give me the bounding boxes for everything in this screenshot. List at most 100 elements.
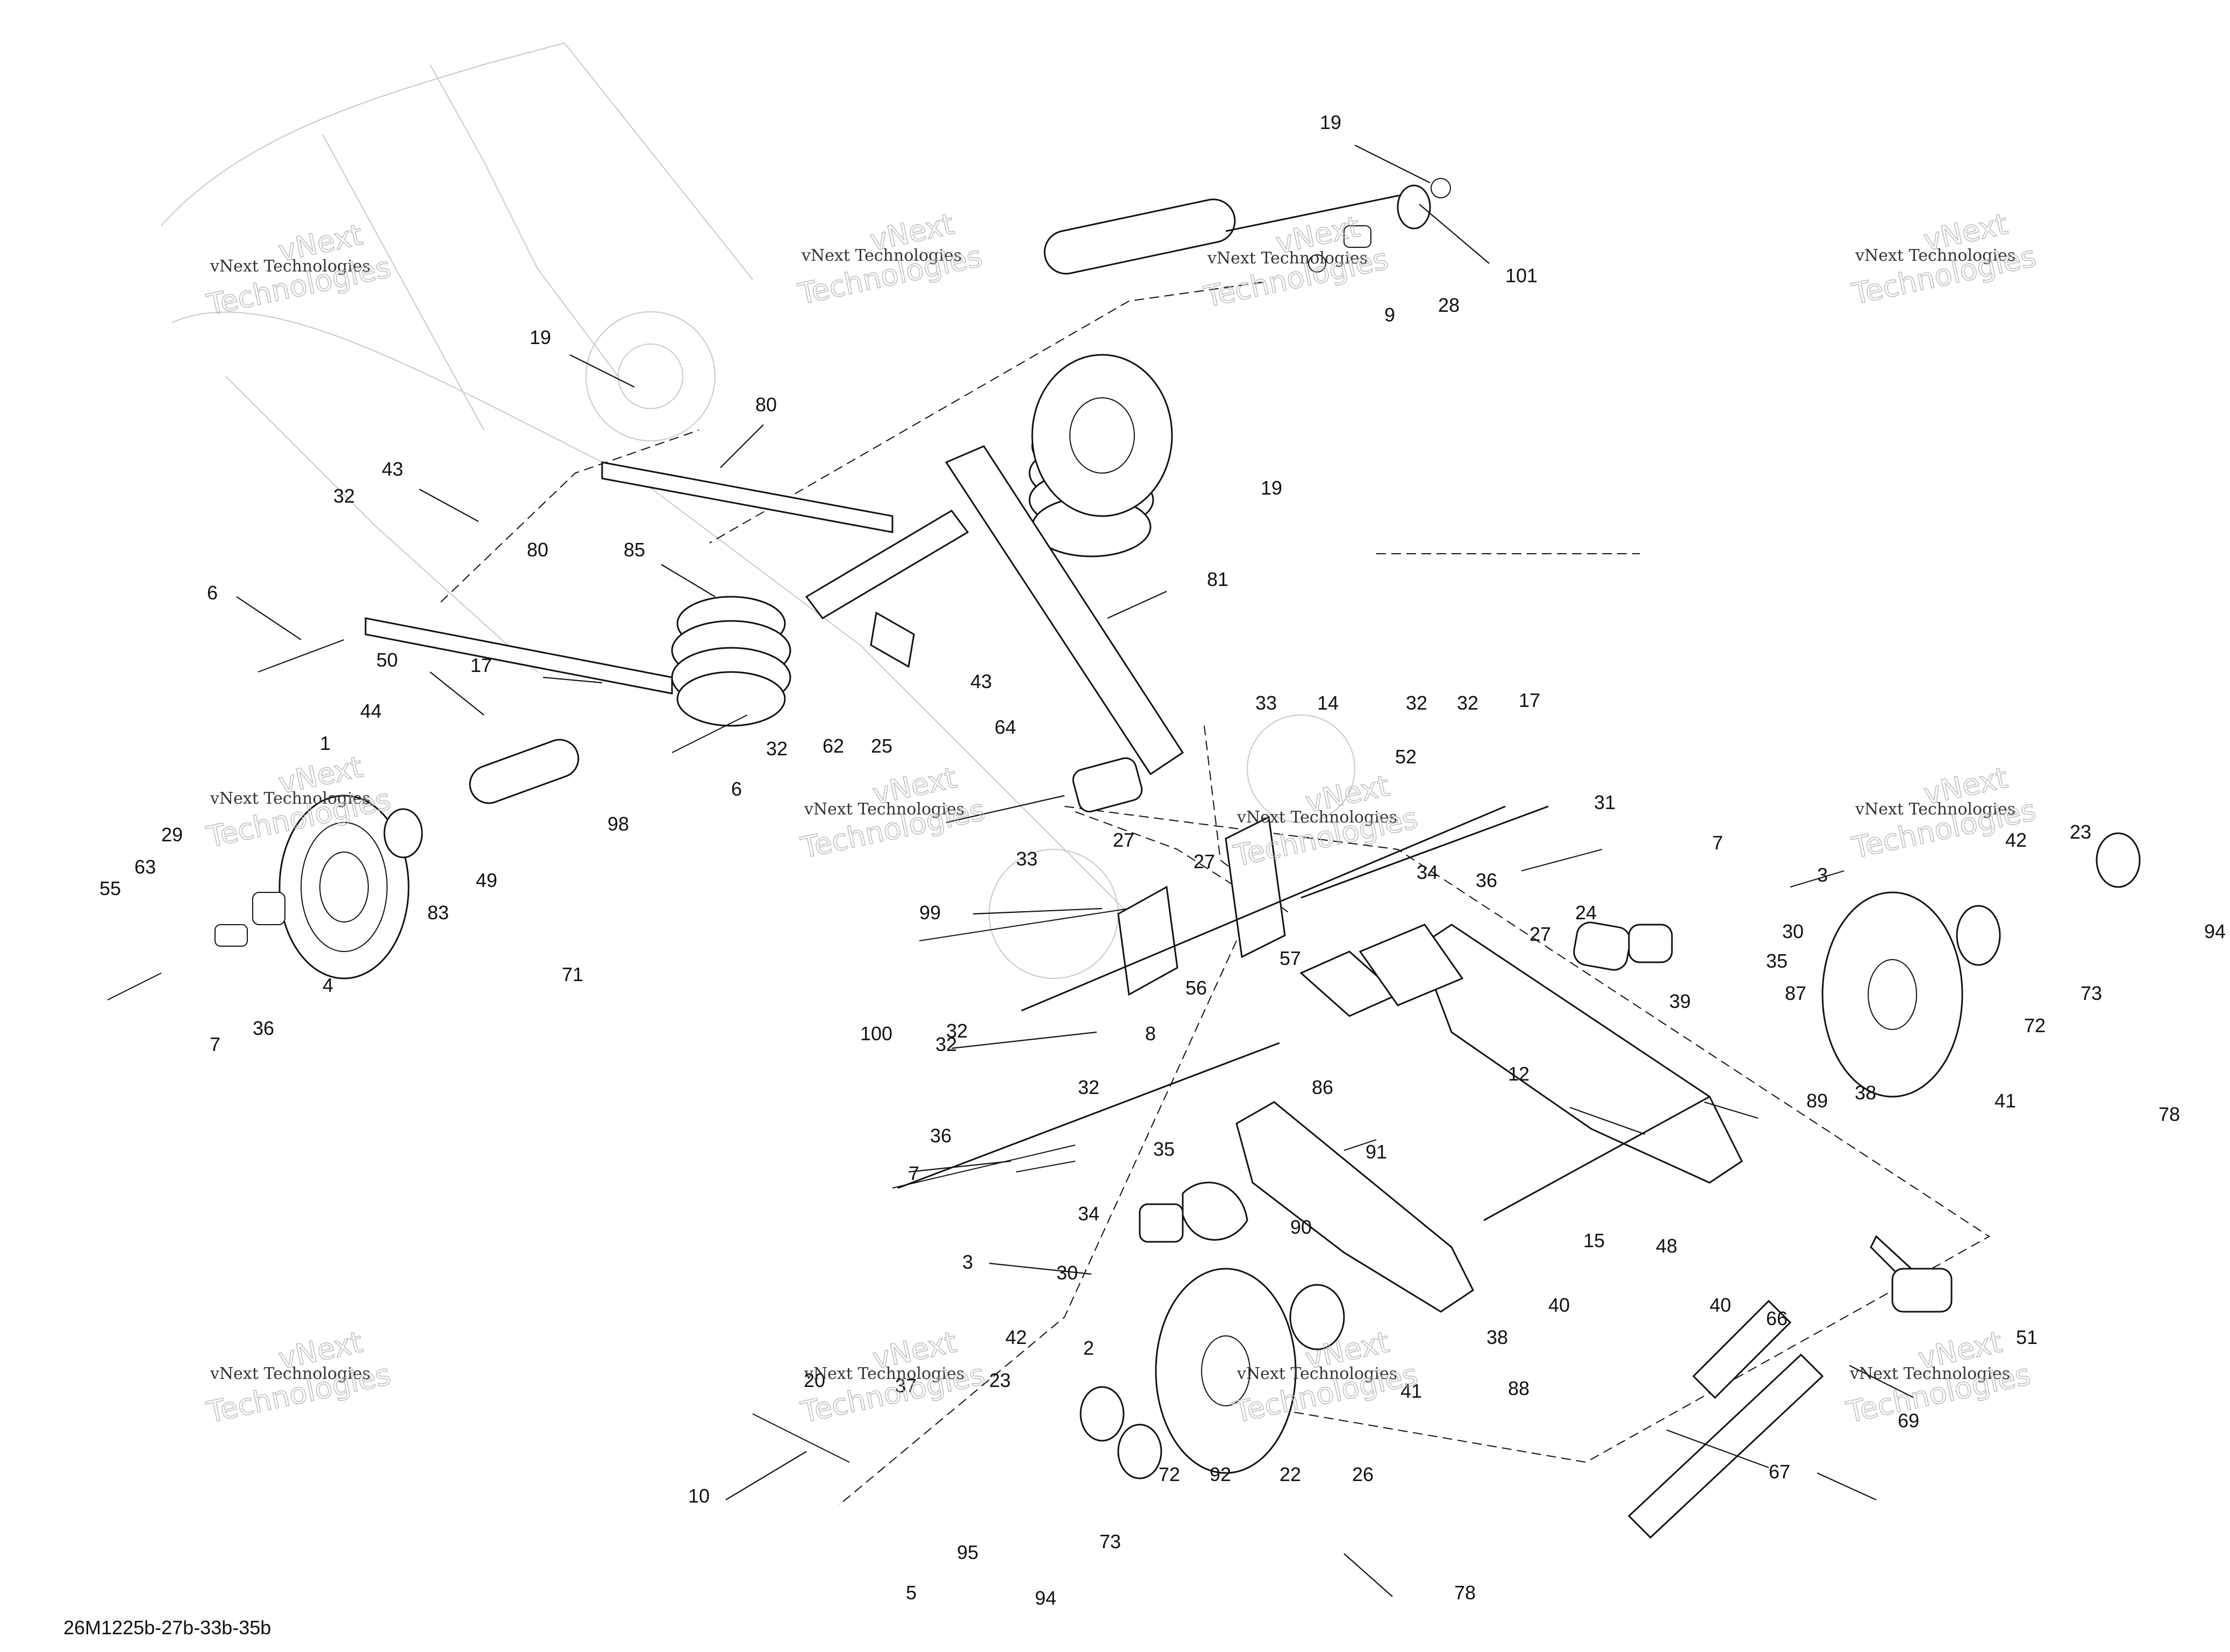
part-callout: 25 (871, 735, 892, 757)
part-callout: 73 (2081, 982, 2102, 1004)
part-callout: 36 (1476, 869, 1497, 891)
part-callout: 36 (253, 1017, 274, 1039)
part-callout: 51 (2016, 1326, 2038, 1348)
watermark-text: vNext Technologies (804, 1364, 964, 1383)
part-callout: 94 (1035, 1587, 1056, 1609)
shock-absorber (1043, 178, 1451, 275)
part-callout: 91 (1366, 1141, 1387, 1163)
watermark-text: vNext Technologies (1207, 249, 1368, 268)
part-callout: 55 (99, 877, 121, 899)
part-callout: 37 (895, 1375, 917, 1397)
part-callout: 73 (1099, 1531, 1121, 1553)
part-callout: 101 (1505, 264, 1538, 287)
part-callout: 89 (1806, 1090, 1828, 1112)
part-callout: 40 (1710, 1294, 1731, 1316)
part-callout: 43 (382, 458, 403, 480)
part-callout: 95 (957, 1541, 978, 1563)
part-callout: 83 (427, 902, 449, 924)
part-callout: 57 (1280, 947, 1301, 969)
part-callout: 41 (1995, 1090, 2016, 1112)
part-callout: 34 (1417, 861, 1438, 883)
part-callout: 38 (1855, 1082, 1876, 1104)
hardware-bolts (258, 639, 1845, 1463)
part-callout: 30 (1056, 1262, 1078, 1284)
part-callout: 30 (1782, 920, 1804, 942)
spring-lower (671, 596, 791, 727)
part-callout: 10 (688, 1485, 710, 1507)
part-callout: 12 (1508, 1063, 1529, 1085)
part-callout: 33 (1255, 692, 1277, 714)
part-callout: 94 (2204, 920, 2226, 942)
part-callout: 14 (1317, 692, 1339, 714)
part-callout: 42 (2005, 829, 2027, 851)
part-callout: 90 (1290, 1216, 1312, 1238)
part-callout: 22 (1280, 1463, 1301, 1485)
part-callout: 87 (1785, 982, 1806, 1004)
part-callout: 42 (1005, 1326, 1027, 1348)
part-callout: 63 (134, 856, 156, 878)
part-callout: 85 (624, 539, 645, 561)
part-callout: 64 (995, 716, 1016, 738)
part-callout: 72 (2024, 1014, 2046, 1036)
part-callout: 78 (1454, 1582, 1476, 1604)
part-callout: 19 (1320, 111, 1341, 133)
part-callout: 7 (210, 1033, 220, 1055)
part-callout: 27 (1113, 829, 1134, 851)
part-callout: 40 (1548, 1294, 1570, 1316)
watermark-text: vNext Technologies (210, 789, 370, 808)
watermark-text: vNext Technologies (804, 800, 964, 819)
part-callout: 3 (1817, 864, 1828, 886)
part-callout: 7 (1712, 832, 1723, 854)
part-callout: 2 (1083, 1337, 1094, 1359)
part-callout: 80 (755, 394, 777, 416)
part-callout: 88 (1508, 1377, 1529, 1399)
part-callout: 1 (320, 732, 331, 754)
part-callout: 67 (1769, 1461, 1790, 1483)
part-callout: 29 (161, 824, 183, 846)
ghost-frame (161, 42, 1355, 979)
part-callout: 32 (946, 1020, 968, 1042)
part-callout: 9 (1384, 304, 1395, 326)
part-callout: 56 (1185, 977, 1207, 999)
part-callout: 6 (731, 778, 742, 800)
assembly-outlines (440, 282, 1990, 1506)
part-callout: 100 (860, 1022, 892, 1045)
part-callout: 69 (1898, 1410, 1919, 1432)
part-callout: 4 (323, 974, 333, 996)
rear-frame-assembly (897, 805, 1953, 1539)
watermark-text: vNext Technologies (210, 1364, 370, 1383)
part-callout: 80 (527, 539, 548, 561)
part-callout: 92 (1210, 1463, 1231, 1485)
part-callout: 33 (1016, 848, 1038, 870)
callout-labels: 1910128919804332196858081175044129635573… (99, 111, 2226, 1609)
watermark-text: vNext Technologies (210, 257, 370, 276)
part-callout: 44 (360, 700, 382, 722)
part-callout: 15 (1583, 1229, 1605, 1251)
part-callout: 6 (207, 582, 218, 604)
watermark-text: vNext Technologies (1855, 246, 2015, 265)
part-callout: 19 (530, 326, 551, 348)
part-callout: 8 (1145, 1022, 1156, 1045)
part-callout: 98 (607, 813, 629, 835)
rear-wheels (1080, 832, 2141, 1479)
part-callout: 17 (470, 654, 492, 676)
part-callout: 24 (1575, 902, 1597, 924)
part-callout: 36 (930, 1125, 952, 1147)
part-callout: 19 (1261, 477, 1282, 499)
part-callout: 35 (1153, 1138, 1175, 1160)
part-callout: 41 (1400, 1380, 1422, 1402)
watermark-text: vNext Technologies (1236, 1364, 1397, 1383)
part-callout: 7 (909, 1162, 919, 1184)
part-callout: 72 (1159, 1463, 1180, 1485)
part-callout: 99 (919, 902, 941, 924)
part-callout: 38 (1486, 1326, 1508, 1348)
part-callout: 32 (333, 485, 355, 507)
part-callout: 32 (935, 1033, 957, 1055)
part-callout: 86 (1312, 1076, 1333, 1098)
leader-lines (236, 145, 1914, 1597)
part-callout: 71 (562, 963, 583, 985)
watermark-text: vNext Technologies (1236, 808, 1397, 827)
part-callout: 66 (1766, 1307, 1788, 1329)
part-callout: 35 (1766, 950, 1788, 972)
